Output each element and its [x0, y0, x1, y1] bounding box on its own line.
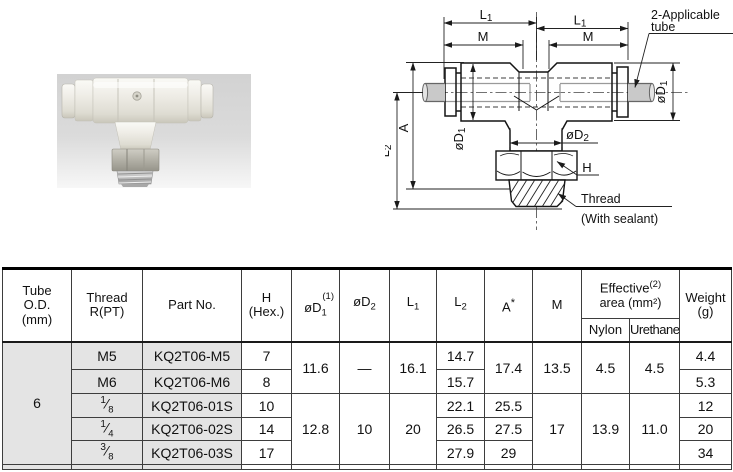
cell-l1-group1: 16.1	[389, 340, 437, 394]
col-header-urethane: Urethane	[629, 318, 680, 342]
cell-nylon-group2: 13.9	[581, 393, 630, 465]
col-header-thread: Thread R(PT)	[71, 268, 143, 342]
photo-thread	[116, 170, 154, 187]
leader-thread	[557, 193, 577, 207]
photo-hex-nut	[111, 148, 160, 172]
cell-part-no: KQ2T06-03S	[142, 440, 242, 465]
dimension-drawing: L1 L1 M M L2 A øD1 øD1 øD2 H 2-Applicabl…	[385, 7, 733, 230]
label-thread-note: (With sealant)	[581, 212, 658, 226]
cell-thread: 1⁄8	[71, 393, 143, 418]
cell-l2: 26.5	[436, 417, 485, 441]
cell-weight: 20	[679, 417, 732, 441]
dimension-lines	[393, 17, 733, 210]
hidden-lines	[461, 77, 612, 108]
internal-funnel-lines	[513, 95, 560, 111]
cell-part-no: KQ2T06-02S	[142, 417, 242, 441]
cell-thread: 1⁄4	[71, 417, 143, 441]
label-l1-right: L1	[574, 13, 587, 30]
cell-h: 10	[241, 393, 292, 418]
thread-hatching	[509, 180, 565, 207]
cell-a: 27.5	[484, 417, 533, 441]
label-h: H	[582, 160, 591, 175]
cell-nylon-group1: 4.5	[581, 340, 630, 394]
label-applicable-tube-line2: tube	[651, 20, 675, 34]
male-thread	[508, 179, 566, 208]
table-row-m6: M6 KQ2T06-M6 8 15.7 5.3	[3, 369, 732, 394]
table-row-m5: 6 M5 KQ2T06-M5 7 11.6 — 16.1 14.7 17.4 1…	[2, 340, 732, 465]
hex-nut	[495, 150, 578, 181]
col-header-d2: øD2	[339, 268, 390, 342]
dimensions-table-wrapper: Tube O.D. (mm) Thread R(PT) Part No. H (…	[2, 267, 732, 470]
table-row-03s: 3⁄8 KQ2T06-03S 17 27.9 29 34	[3, 440, 732, 465]
label-m-left: M	[478, 29, 489, 44]
col-header-nylon: Nylon	[581, 318, 630, 342]
cell-urethane-group1: 4.5	[629, 340, 680, 394]
cell-thread: M6	[71, 369, 143, 394]
photo-fitting-body	[61, 77, 214, 187]
cell-d1-group1: 11.6	[291, 340, 340, 394]
label-l2: L2	[385, 144, 394, 157]
label-d1-left: øD1	[451, 127, 468, 150]
cell-weight: 4.4	[679, 340, 732, 370]
cell-a-group1: 17.4	[484, 340, 533, 394]
col-header-weight: Weight (g)	[679, 268, 732, 342]
cell-l2: 15.7	[436, 369, 485, 394]
product-photo	[57, 74, 251, 188]
table-row-clipped	[2, 464, 732, 470]
col-header-tube-od: Tube O.D. (mm)	[2, 268, 72, 342]
label-m-right: M	[583, 29, 594, 44]
cell-weight: 5.3	[679, 369, 732, 394]
label-d2: øD2	[566, 127, 589, 144]
left-release-button	[444, 67, 457, 117]
label-applicable-tube-line1: 2-Applicable	[651, 8, 720, 22]
cell-l2: 14.7	[436, 340, 485, 370]
cell-tube-od: 6	[2, 340, 72, 465]
cell-part-no: KQ2T06-M5	[142, 340, 242, 370]
cell-l2: 27.9	[436, 440, 485, 465]
cell-thread: M5	[71, 340, 143, 370]
cell-weight: 12	[679, 393, 732, 418]
label-thread: Thread	[581, 192, 621, 206]
col-header-a: A*	[484, 268, 533, 342]
right-release-button	[616, 66, 629, 118]
header-row-main: Tube O.D. (mm) Thread R(PT) Part No. H (…	[2, 268, 732, 342]
col-header-part-no: Part No.	[142, 268, 242, 342]
cell-d2-group2: 10	[339, 393, 390, 465]
leader-h	[556, 161, 578, 176]
cell-urethane-group2: 11.0	[629, 393, 680, 465]
cell-a: 25.5	[484, 393, 533, 418]
cell-part-no: KQ2T06-01S	[142, 393, 242, 418]
label-d1-right: øD1	[653, 80, 670, 103]
cell-weight: 34	[679, 440, 732, 465]
cell-h: 8	[241, 369, 292, 394]
photo-stem	[114, 121, 157, 151]
col-header-m: M	[532, 268, 582, 342]
cell-a: 29	[484, 440, 533, 465]
header-row-sub: Nylon Urethane	[3, 318, 732, 342]
cell-part-no: KQ2T06-M6	[142, 369, 242, 394]
cell-d2-group1: —	[339, 340, 390, 394]
label-l1-left: L1	[480, 7, 493, 24]
cell-h: 7	[241, 340, 292, 370]
cell-thread: 3⁄8	[71, 440, 143, 465]
table-row-01s: 1⁄8 KQ2T06-01S 10 12.8 10 20 22.1 25.5 1…	[3, 393, 732, 465]
col-header-hex: H (Hex.)	[241, 268, 292, 342]
applicable-tube-stubs	[421, 82, 656, 103]
cell-d1-group2: 12.8	[291, 393, 340, 465]
cell-l1-group2: 20	[389, 393, 437, 465]
col-header-effective-area: Effective(2)area (mm²)	[581, 268, 680, 319]
col-header-l2: L2	[436, 268, 485, 342]
dimension-labels: L1 L1 M M L2 A øD1 øD1 øD2 H 2-Applicabl…	[385, 7, 720, 226]
leader-applicable-tube	[634, 33, 650, 88]
cell-m-group1: 13.5	[532, 340, 582, 394]
cell-m-group2: 17	[532, 393, 582, 465]
cell-l2: 22.1	[436, 393, 485, 418]
col-header-l1: L1	[389, 268, 437, 342]
col-header-d1: (1)øD1	[291, 268, 340, 342]
dimensions-table: Tube O.D. (mm) Thread R(PT) Part No. H (…	[2, 267, 732, 470]
cell-h: 14	[241, 417, 292, 441]
cell-h: 17	[241, 440, 292, 465]
label-a: A	[396, 123, 411, 132]
